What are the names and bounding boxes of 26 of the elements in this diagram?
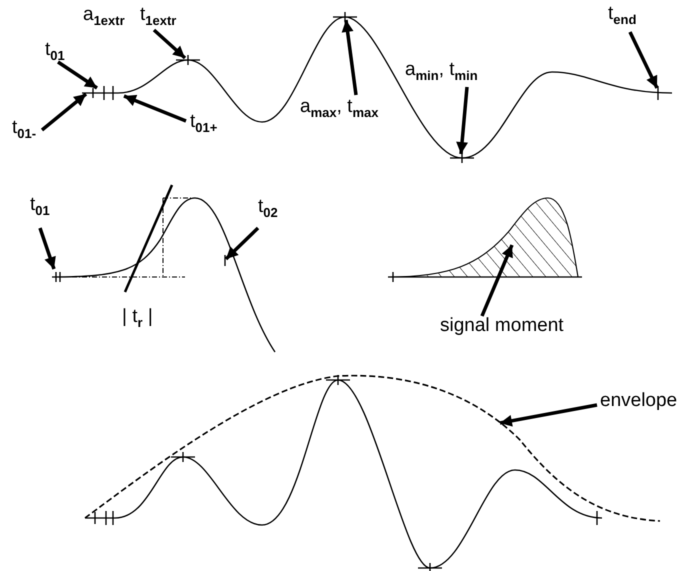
point-label: t$_{02}$ xyxy=(258,197,278,220)
point-label: t$_{1extr}$ xyxy=(140,5,176,28)
point-label: t$_{01-}$ xyxy=(12,118,36,142)
point-label: t$_{end}$ xyxy=(608,4,636,28)
point-label: a$_{1extr}$ xyxy=(83,5,125,28)
point-label: envelope xyxy=(600,391,678,412)
leader-arrow xyxy=(40,92,88,132)
point-label: t$_{01}$ xyxy=(45,40,65,64)
leader-arrow xyxy=(628,31,659,89)
point-label: t$_{01}$ xyxy=(30,195,50,218)
point-label: a$_{max}$, t$_{max}$ xyxy=(300,97,378,120)
leader-arrow xyxy=(480,244,514,317)
leader-arrow xyxy=(500,403,598,427)
point-label: signal moment xyxy=(440,316,564,337)
leader-arrow xyxy=(152,28,186,60)
leader-arrow xyxy=(57,60,98,90)
rise-time-label: | t$_{r}$ | xyxy=(122,307,153,330)
point-label: t$_{01+}$ xyxy=(190,112,218,136)
leader-arrow xyxy=(342,20,358,96)
leader-arrow xyxy=(224,226,260,260)
rise-time-drawing xyxy=(52,184,276,352)
leader-arrow xyxy=(123,94,187,123)
point-label: a$_{min}$, t$_{min}$ xyxy=(405,60,478,84)
leader-arrow xyxy=(38,227,56,270)
leader-arrow xyxy=(456,86,469,154)
signal-moment-drawing xyxy=(387,197,583,283)
